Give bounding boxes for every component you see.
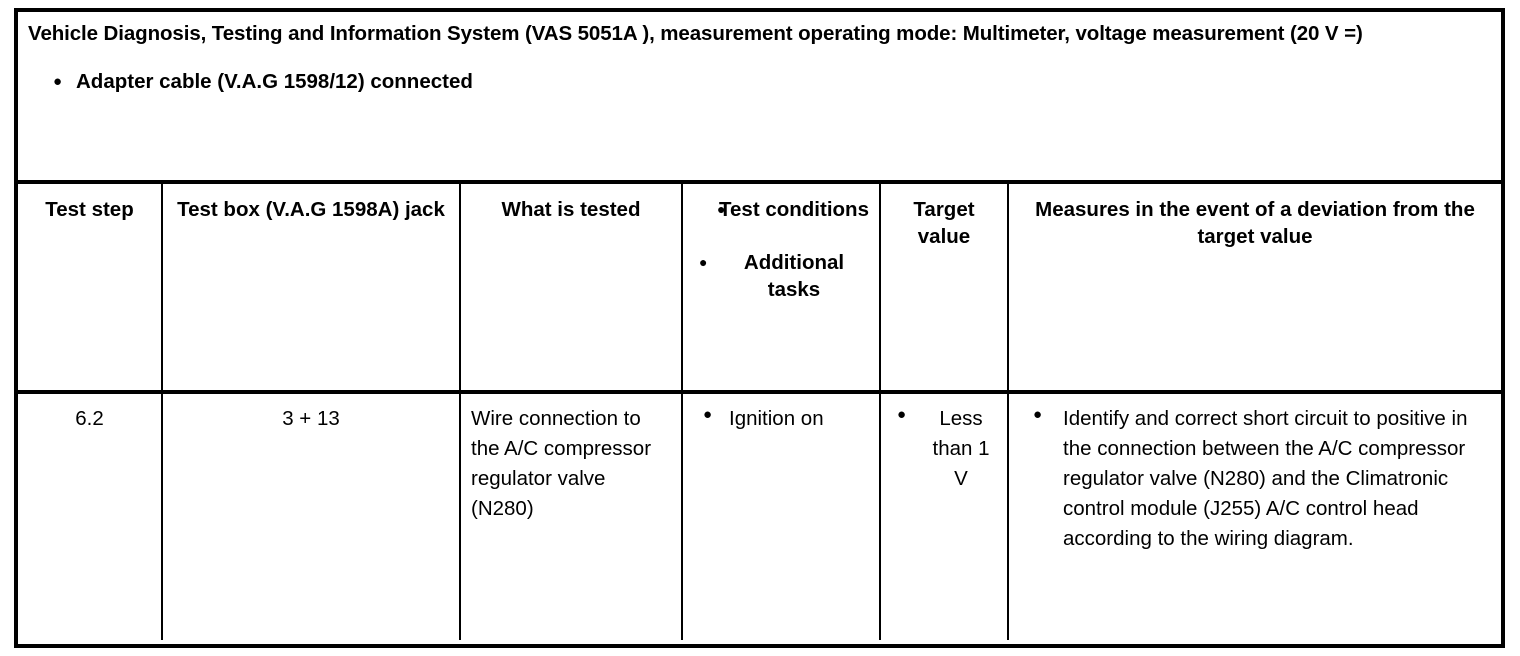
cell-test-conditions: ● Ignition on	[681, 392, 880, 640]
cell-what-is-tested: Wire connection to the A/C compressor re…	[459, 392, 682, 640]
column-header-additional-tasks-item: ● Additional tasks	[691, 249, 871, 303]
cell-target-value: ● Less than 1 V	[879, 392, 1008, 640]
cell-measures-label: Identify and correct short circuit to po…	[1063, 407, 1468, 550]
table-header-row: Test step Test box (V.A.G 1598A) jack Wh…	[18, 182, 1501, 394]
cell-target-value-label: Less than 1 V	[932, 407, 990, 490]
column-header-test-step: Test step	[18, 182, 162, 394]
bullet-icon: ●	[1033, 406, 1043, 423]
precondition-label: Adapter cable (V.A.G 1598/12) connected	[76, 70, 473, 94]
column-header-what-is-tested: What is tested	[459, 182, 682, 394]
column-header-target-value-label: Target value	[913, 198, 975, 249]
precondition-list: ● Adapter cable (V.A.G 1598/12) connecte…	[28, 69, 1491, 96]
table-row: 6.2 3 + 13 Wire connection to the A/C co…	[18, 392, 1501, 640]
cell-measures-item: ● Identify and correct short circuit to …	[1019, 404, 1491, 554]
column-header-test-box: Test box (V.A.G 1598A) jack	[161, 182, 460, 394]
bullet-icon: ●	[703, 406, 713, 423]
cell-test-step: 6.2	[18, 392, 162, 640]
cell-test-box: 3 + 13	[161, 392, 460, 640]
cell-target-value-item: ● Less than 1 V	[891, 404, 997, 494]
column-header-measures-label: Measures in the event of a deviation fro…	[1035, 198, 1475, 249]
document-sheet: Vehicle Diagnosis, Testing and Informati…	[14, 8, 1505, 648]
column-header-test-step-label: Test step	[45, 198, 134, 221]
cell-target-value-list: ● Less than 1 V	[891, 404, 997, 494]
table-body: 6.2 3 + 13 Wire connection to the A/C co…	[18, 392, 1501, 640]
column-header-target-value: Target value	[879, 182, 1008, 394]
cell-test-box-value: 3 + 13	[282, 407, 340, 430]
column-header-test-conditions: ● Test conditions ● Additional tasks	[681, 182, 880, 394]
document-title: Vehicle Diagnosis, Testing and Informati…	[28, 20, 1428, 47]
cell-test-conditions-list: ● Ignition on	[693, 404, 869, 434]
cell-what-is-tested-value: Wire connection to the A/C compressor re…	[471, 407, 652, 520]
column-header-test-box-label: Test box (V.A.G 1598A) jack	[177, 198, 445, 221]
cell-measures-list: ● Identify and correct short circuit to …	[1019, 404, 1491, 554]
column-header-additional-tasks-label: Additional tasks	[743, 251, 845, 302]
column-header-conditions-list: ● Test conditions ● Additional tasks	[691, 196, 871, 303]
precondition-item: ● Adapter cable (V.A.G 1598/12) connecte…	[28, 69, 1491, 96]
cell-test-conditions-item: ● Ignition on	[693, 404, 869, 434]
bullet-icon: ●	[699, 254, 708, 271]
column-header-measures: Measures in the event of a deviation fro…	[1007, 182, 1501, 394]
cell-test-step-value: 6.2	[75, 407, 104, 430]
intro-section: Vehicle Diagnosis, Testing and Informati…	[18, 12, 1501, 180]
cell-test-conditions-label: Ignition on	[729, 407, 824, 430]
document-title-line-2: measurement (20 V =)	[1152, 22, 1363, 45]
bullet-icon: ●	[717, 201, 726, 217]
bullet-icon: ●	[53, 73, 63, 91]
column-header-test-conditions-item: ● Test conditions	[691, 196, 871, 223]
column-header-what-is-tested-label: What is tested	[501, 198, 641, 221]
cell-measures: ● Identify and correct short circuit to …	[1007, 392, 1501, 640]
bullet-icon: ●	[897, 406, 907, 423]
test-step-table: Test step Test box (V.A.G 1598A) jack Wh…	[18, 180, 1501, 640]
column-header-test-conditions-label: Test conditions	[719, 198, 869, 221]
document-title-line-1: Vehicle Diagnosis, Testing and Informati…	[28, 22, 1147, 45]
table-header: Test step Test box (V.A.G 1598A) jack Wh…	[18, 182, 1501, 394]
